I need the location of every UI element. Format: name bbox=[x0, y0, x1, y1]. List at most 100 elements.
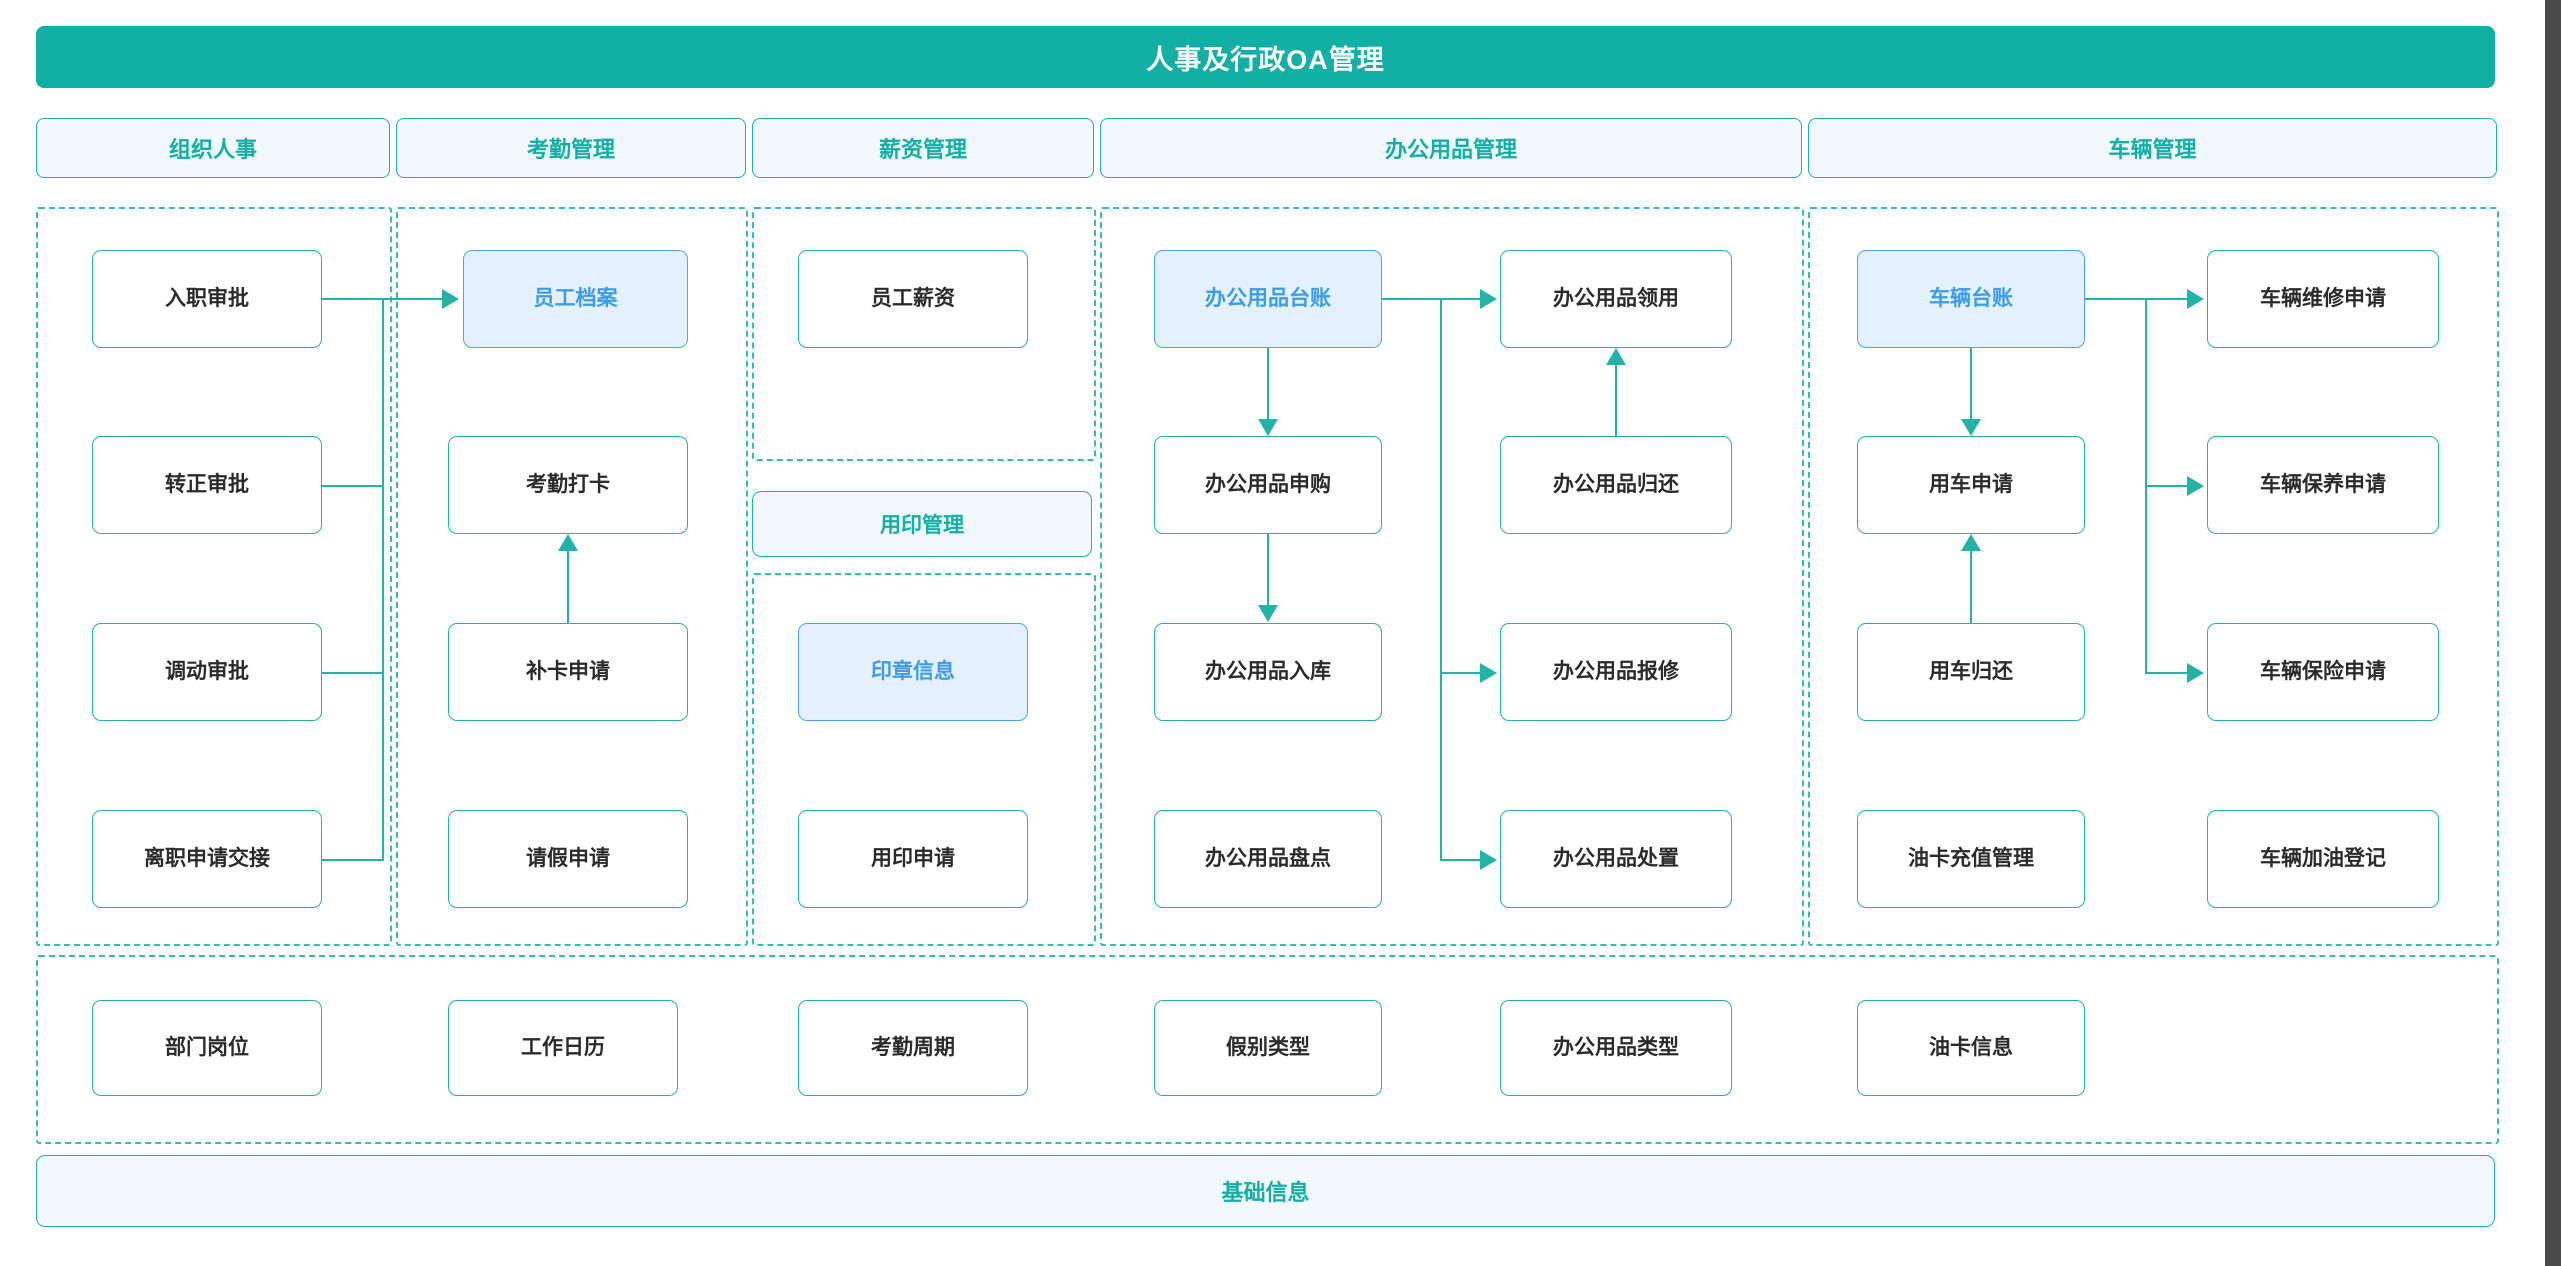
node-regularization-approval[interactable]: 转正审批 bbox=[92, 436, 322, 534]
group-office-supplies bbox=[1100, 207, 1804, 946]
node-resignation-handover[interactable]: 离职申请交接 bbox=[92, 810, 322, 908]
node-label: 办公用品台账 bbox=[1205, 287, 1331, 311]
arrow-right-icon bbox=[1480, 289, 1497, 309]
base-info-bar-label: 基础信息 bbox=[1221, 1180, 1310, 1205]
node-attendance-punch[interactable]: 考勤打卡 bbox=[448, 436, 688, 534]
node-work-calendar[interactable]: 工作日历 bbox=[448, 1000, 678, 1096]
node-supplies-type[interactable]: 办公用品类型 bbox=[1500, 1000, 1732, 1096]
connector-trunk-to-requisition bbox=[1440, 298, 1482, 301]
arrow-down-icon bbox=[1258, 419, 1278, 436]
node-vehicle-use-request[interactable]: 用车申请 bbox=[1857, 436, 2085, 534]
node-label: 用印申请 bbox=[871, 847, 955, 871]
node-transfer-approval[interactable]: 调动审批 bbox=[92, 623, 322, 721]
connector-vehicle-return-to-use bbox=[1970, 551, 1973, 623]
node-employee-salary[interactable]: 员工薪资 bbox=[798, 250, 1028, 348]
category-tab-label: 考勤管理 bbox=[526, 137, 615, 162]
node-label: 离职申请交接 bbox=[144, 847, 270, 871]
node-label: 车辆保养申请 bbox=[2260, 473, 2386, 497]
node-label: 办公用品领用 bbox=[1553, 287, 1679, 311]
group-org-personnel bbox=[36, 207, 392, 946]
category-tab-payroll[interactable]: 薪资管理 bbox=[752, 118, 1094, 178]
node-department-position[interactable]: 部门岗位 bbox=[92, 1000, 322, 1096]
node-label: 油卡信息 bbox=[1929, 1036, 2013, 1060]
node-vehicle-return[interactable]: 用车归还 bbox=[1857, 623, 2085, 721]
node-punch-correction[interactable]: 补卡申请 bbox=[448, 623, 688, 721]
category-tab-office-supplies[interactable]: 办公用品管理 bbox=[1100, 118, 1802, 178]
node-supplies-disposal[interactable]: 办公用品处置 bbox=[1500, 810, 1732, 908]
node-supplies-requisition[interactable]: 办公用品领用 bbox=[1500, 250, 1732, 348]
node-supplies-inbound[interactable]: 办公用品入库 bbox=[1154, 623, 1382, 721]
connector-ledger-to-purchase bbox=[1267, 348, 1270, 419]
node-fuel-card-info[interactable]: 油卡信息 bbox=[1857, 1000, 2085, 1096]
connector-resignation-to-trunk bbox=[322, 859, 384, 862]
node-label: 调动审批 bbox=[165, 660, 249, 684]
node-seal-info[interactable]: 印章信息 bbox=[798, 623, 1028, 721]
category-tab-attendance[interactable]: 考勤管理 bbox=[396, 118, 746, 178]
node-label: 办公用品类型 bbox=[1553, 1036, 1679, 1060]
node-label: 转正审批 bbox=[165, 473, 249, 497]
node-vehicle-repair-request[interactable]: 车辆维修申请 bbox=[2207, 250, 2439, 348]
category-tab-label: 车辆管理 bbox=[2108, 137, 2197, 162]
arrow-up-icon bbox=[558, 534, 578, 551]
node-employee-profile[interactable]: 员工档案 bbox=[463, 250, 688, 348]
arrow-right-icon bbox=[1480, 663, 1497, 683]
connector-trunk-to-repair bbox=[1440, 672, 1482, 675]
connector-purchase-to-inbound bbox=[1267, 534, 1270, 605]
node-label: 考勤周期 bbox=[871, 1036, 955, 1060]
group-vehicle bbox=[1808, 207, 2499, 946]
connector-trunk-to-disposal bbox=[1440, 859, 1482, 862]
node-label: 补卡申请 bbox=[526, 660, 610, 684]
node-leave-type[interactable]: 假别类型 bbox=[1154, 1000, 1382, 1096]
arrow-right-icon bbox=[1480, 850, 1497, 870]
node-label: 车辆维修申请 bbox=[2260, 287, 2386, 311]
group-base-info bbox=[36, 955, 2499, 1144]
node-label: 印章信息 bbox=[871, 660, 955, 684]
connector-regularization-to-trunk bbox=[322, 485, 384, 488]
node-label: 办公用品处置 bbox=[1553, 847, 1679, 871]
category-tab-vehicle[interactable]: 车辆管理 bbox=[1808, 118, 2497, 178]
arrow-right-icon bbox=[2187, 476, 2204, 496]
connector-transfer-to-trunk bbox=[322, 672, 384, 675]
node-label: 假别类型 bbox=[1226, 1036, 1310, 1060]
category-tab-label: 组织人事 bbox=[168, 137, 257, 162]
node-label: 员工薪资 bbox=[871, 287, 955, 311]
connector-trunk-to-maintenance bbox=[2145, 485, 2189, 488]
group-seal-management bbox=[752, 573, 1096, 946]
connector-supplies-trunk-vertical bbox=[1440, 298, 1443, 859]
node-leave-request[interactable]: 请假申请 bbox=[448, 810, 688, 908]
node-label: 考勤打卡 bbox=[526, 473, 610, 497]
node-label: 工作日历 bbox=[521, 1036, 605, 1060]
subsection-label: 用印管理 bbox=[880, 514, 964, 537]
node-supplies-repair[interactable]: 办公用品报修 bbox=[1500, 623, 1732, 721]
arrow-down-icon bbox=[1258, 605, 1278, 622]
node-label: 入职审批 bbox=[165, 287, 249, 311]
node-supplies-ledger[interactable]: 办公用品台账 bbox=[1154, 250, 1382, 348]
node-supplies-stocktake[interactable]: 办公用品盘点 bbox=[1154, 810, 1382, 908]
base-info-bar[interactable]: 基础信息 bbox=[36, 1155, 2495, 1227]
node-vehicle-ledger[interactable]: 车辆台账 bbox=[1857, 250, 2085, 348]
arrow-down-icon bbox=[1961, 419, 1981, 436]
node-supplies-purchase[interactable]: 办公用品申购 bbox=[1154, 436, 1382, 534]
node-vehicle-maintenance-request[interactable]: 车辆保养申请 bbox=[2207, 436, 2439, 534]
connector-ledger-branch-out bbox=[1382, 298, 1442, 301]
page-title: 人事及行政OA管理 bbox=[36, 26, 2495, 88]
node-entry-approval[interactable]: 入职审批 bbox=[92, 250, 322, 348]
node-fuel-card-recharge[interactable]: 油卡充值管理 bbox=[1857, 810, 2085, 908]
node-label: 办公用品盘点 bbox=[1205, 847, 1331, 871]
category-tab-org-personnel[interactable]: 组织人事 bbox=[36, 118, 390, 178]
node-supplies-return[interactable]: 办公用品归还 bbox=[1500, 436, 1732, 534]
arrow-up-icon bbox=[1606, 348, 1626, 365]
node-label: 请假申请 bbox=[526, 847, 610, 871]
subsection-header-seal-management[interactable]: 用印管理 bbox=[752, 491, 1092, 557]
connector-return-to-requisition bbox=[1615, 365, 1618, 436]
node-attendance-cycle[interactable]: 考勤周期 bbox=[798, 1000, 1028, 1096]
node-label: 车辆保险申请 bbox=[2260, 660, 2386, 684]
node-seal-request[interactable]: 用印申请 bbox=[798, 810, 1028, 908]
connector-trunk-to-insurance bbox=[2145, 672, 2189, 675]
node-vehicle-insurance-request[interactable]: 车辆保险申请 bbox=[2207, 623, 2439, 721]
node-vehicle-refuel-record[interactable]: 车辆加油登记 bbox=[2207, 810, 2439, 908]
node-label: 用车申请 bbox=[1929, 473, 2013, 497]
category-tab-label: 办公用品管理 bbox=[1384, 137, 1517, 162]
node-label: 油卡充值管理 bbox=[1908, 847, 2034, 871]
arrow-right-icon bbox=[2187, 289, 2204, 309]
